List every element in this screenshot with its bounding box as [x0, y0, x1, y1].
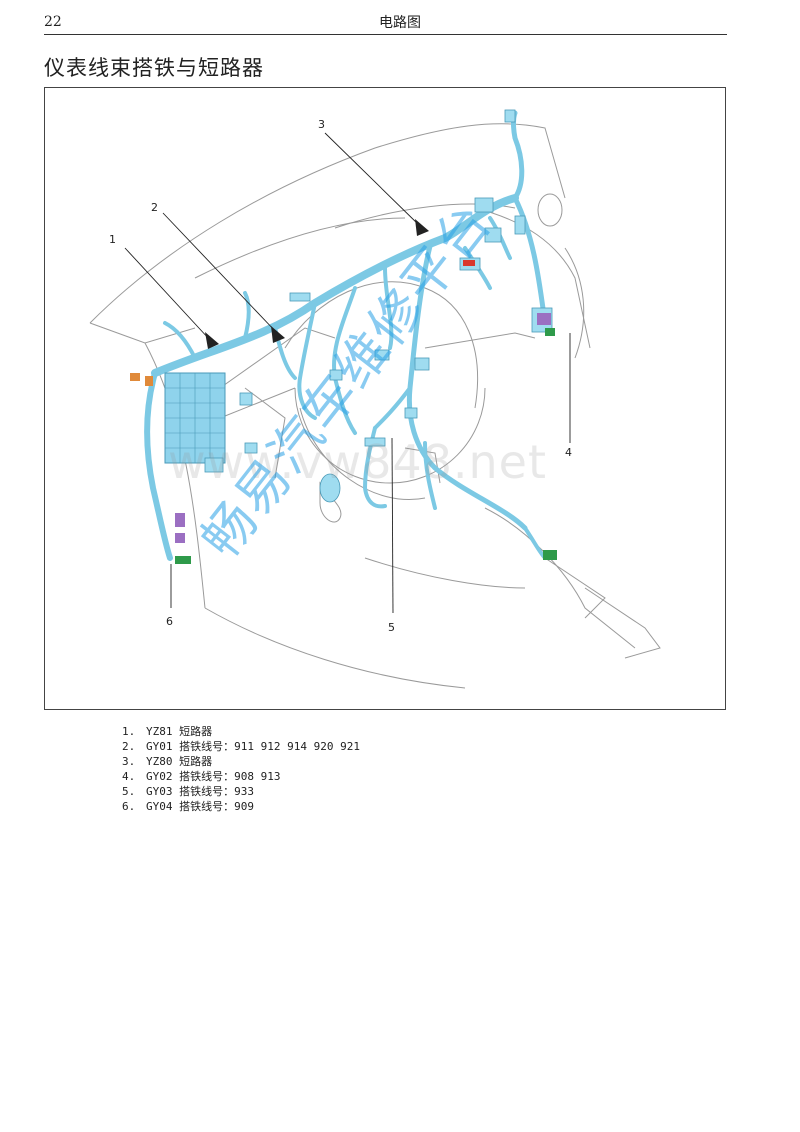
wiring-harness	[144, 110, 548, 561]
callout-1: 1	[109, 233, 116, 246]
dashboard-illustration	[89, 109, 661, 689]
legend-item: 4.GY02 搭铁线号：908 913	[122, 770, 281, 783]
watermark-url: www.vw848.net	[168, 435, 548, 489]
fuse-box	[164, 372, 226, 464]
legend-list: 1.YZ81 短路器 2.GY01 搭铁线号：911 912 914 920 9…	[122, 724, 360, 814]
callout-3: 3	[318, 118, 325, 131]
ground-markers	[130, 260, 557, 564]
legend-item: 2.GY01 搭铁线号：911 912 914 920 921	[122, 740, 360, 753]
page-number: 22	[44, 14, 62, 30]
legend-item: 3.YZ80 短路器	[122, 755, 213, 768]
callout-2: 2	[151, 201, 158, 214]
section-title: 仪表线束搭铁与短路器	[44, 56, 264, 80]
connectors	[204, 109, 553, 503]
callout-6: 6	[166, 615, 173, 628]
header-title: 电路图	[379, 15, 421, 31]
header-rule	[44, 34, 727, 35]
legend-item: 1.YZ81 短路器	[122, 725, 213, 738]
callout-arrows	[205, 219, 429, 349]
wiring-diagram-figure: 1 2 3 4 5 6	[44, 87, 726, 710]
callout-5: 5	[388, 621, 395, 634]
callout-4: 4	[565, 446, 572, 459]
dashboard-outline	[89, 123, 661, 689]
legend-item: 6.GY04 搭铁线号：909	[122, 800, 254, 813]
callout-leaders	[124, 132, 571, 614]
legend-item: 5.GY03 搭铁线号：933	[122, 785, 254, 798]
